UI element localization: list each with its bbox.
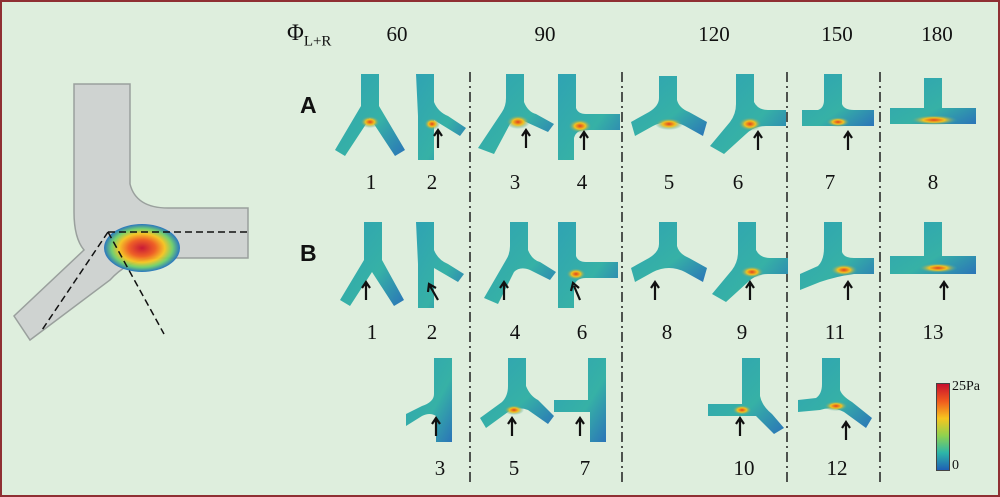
arrow-icon <box>843 280 853 300</box>
vessel-a-1 <box>335 74 405 156</box>
phi-symbol: Φ <box>287 20 304 45</box>
row-c-label-7: 7 <box>579 456 591 480</box>
angle-120: 120 <box>698 22 730 46</box>
row-c-label-3: 3 <box>434 456 446 480</box>
arrow-icon <box>426 282 439 301</box>
row-a-label-2: 2 <box>426 170 438 194</box>
angle-150: 150 <box>821 22 853 46</box>
row-b-label-9: 9 <box>736 320 748 344</box>
colorbar <box>936 383 950 471</box>
vessel-b-1 <box>340 222 404 306</box>
colorbar-max-label: 25Pa <box>952 379 980 394</box>
row-b-label-13: 13 <box>922 320 944 344</box>
vessel-a-4 <box>558 74 620 160</box>
row-b-label-11: 11 <box>824 320 846 344</box>
row-a-label-3: 3 <box>509 170 521 194</box>
row-a-label-4: 4 <box>576 170 588 194</box>
vessel-a-8 <box>890 78 976 125</box>
phi-label: ΦL+R <box>287 20 331 51</box>
arrow-icon <box>521 128 531 148</box>
arrow-icon <box>507 416 517 436</box>
arrow-icon <box>575 416 585 436</box>
row-a-label-7: 7 <box>824 170 836 194</box>
arrow-icon <box>843 130 853 150</box>
arrow-icon <box>361 280 371 300</box>
row-a-label-5: 5 <box>663 170 675 194</box>
row-c-label-10: 10 <box>733 456 755 480</box>
vessel-b-9 <box>712 222 788 302</box>
vessel-b-6 <box>558 222 618 308</box>
row-b-label-4: 4 <box>509 320 521 344</box>
arrow-icon <box>841 420 851 440</box>
colorbar-min-label: 0 <box>952 458 959 473</box>
row-a-label-6: 6 <box>732 170 744 194</box>
arrow-icon <box>433 128 443 148</box>
arrow-icon <box>753 130 763 150</box>
arrow-icon <box>939 280 949 300</box>
angle-60: 60 <box>386 22 408 46</box>
vessel-a-5 <box>631 76 707 136</box>
arrow-icon <box>735 416 745 436</box>
vessel-b-8 <box>631 222 707 300</box>
arrow-icon <box>650 280 660 300</box>
row-c-label-5: 5 <box>508 456 520 480</box>
row-b-label-2: 2 <box>426 320 438 344</box>
vessel-c-12 <box>798 358 872 440</box>
vessel-c-5 <box>480 358 554 436</box>
vessel-c-3 <box>406 358 452 442</box>
row-b-label-1: 1 <box>366 320 378 344</box>
row-a-label-1: 1 <box>365 170 377 194</box>
vessel-a-2 <box>416 74 466 160</box>
vessel-a-3 <box>478 74 554 154</box>
angle-180: 180 <box>921 22 953 46</box>
vessel-a-6 <box>710 74 786 154</box>
row-c-label-12: 12 <box>826 456 848 480</box>
row-a-label-8: 8 <box>927 170 939 194</box>
row-b-label-8: 8 <box>661 320 673 344</box>
vessel-b-2 <box>416 222 464 308</box>
vessel-b-4 <box>484 222 556 304</box>
vessel-a-7 <box>802 74 874 150</box>
row-b-label-6: 6 <box>576 320 588 344</box>
arrow-icon <box>579 130 589 150</box>
arrow-icon <box>499 280 509 300</box>
arrow-icon <box>569 281 582 301</box>
phi-subscript: L+R <box>303 33 332 50</box>
vessel-c-7 <box>554 358 606 442</box>
angle-90: 90 <box>534 22 556 46</box>
wss-hotspot <box>104 224 180 272</box>
arrow-icon <box>745 280 755 300</box>
vessel-b-11 <box>800 222 874 300</box>
row-label-b: B <box>300 240 317 266</box>
vessel-c-10 <box>708 358 784 436</box>
vessel-b-13 <box>890 222 976 300</box>
arrow-icon <box>431 416 441 436</box>
bifurcation-model <box>13 83 249 342</box>
row-label-a: A <box>300 92 317 118</box>
